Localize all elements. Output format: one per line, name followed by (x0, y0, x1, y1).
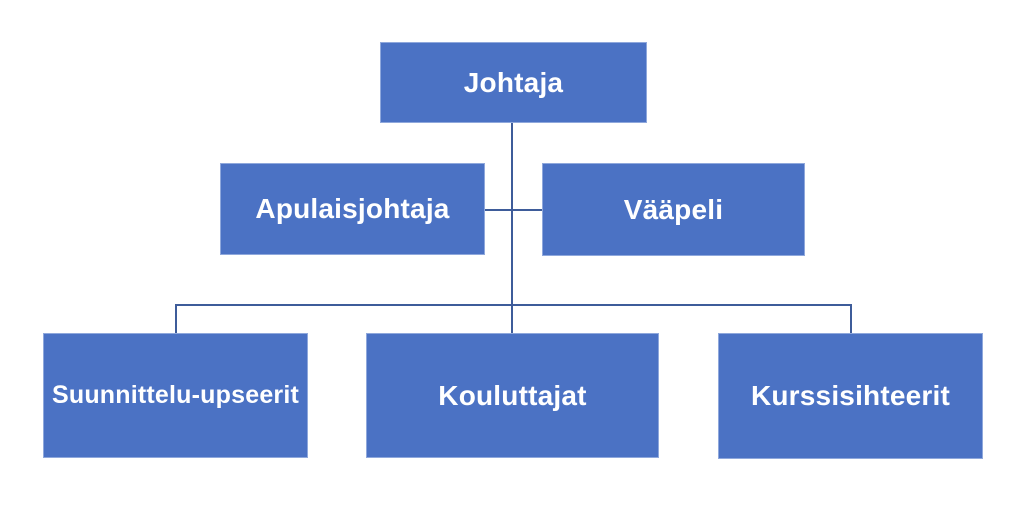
org-node-label: Johtaja (463, 66, 564, 98)
connector-trunk-vertical (511, 123, 513, 333)
org-node-label: Vääpeli (623, 193, 724, 225)
connector-drop-planners (175, 304, 177, 333)
org-node-apulaisjohtaja: Apulaisjohtaja (220, 163, 485, 255)
org-node-kouluttajat: Kouluttajat (366, 333, 659, 458)
connector-drop-secretaries (850, 304, 852, 333)
org-node-johtaja: Johtaja (380, 42, 647, 123)
org-node-vaapeli: Vääpeli (542, 163, 805, 256)
org-node-label: Suunnittelu-upseerit (51, 381, 300, 409)
org-node-kurssisihteerit: Kurssisihteerit (718, 333, 983, 459)
org-node-suunnittelu-upseerit: Suunnittelu-upseerit (43, 333, 308, 458)
connector-deputy-sergeant (485, 209, 542, 211)
org-node-label: Apulaisjohtaja (255, 193, 450, 224)
org-node-label: Kouluttajat (438, 379, 587, 411)
org-node-label: Kurssisihteerit (750, 380, 951, 411)
connector-bottom-horizontal (175, 304, 852, 306)
